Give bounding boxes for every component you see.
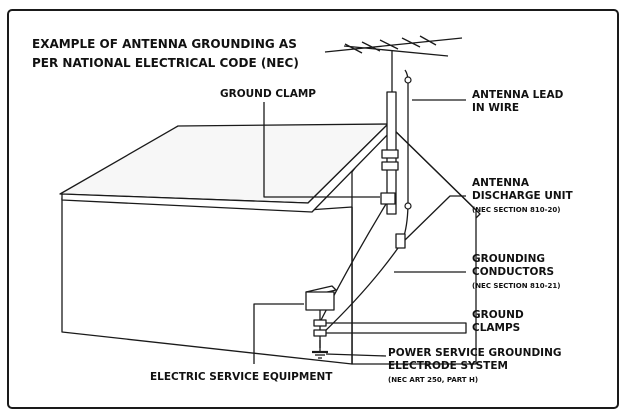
label-antenna-lead: ANTENNA LEAD IN WIRE — [472, 89, 567, 114]
lead-in-wire — [403, 69, 412, 237]
antenna-element — [401, 37, 421, 48]
house-side-wall — [61, 197, 353, 365]
antenna — [324, 35, 463, 215]
antenna-element — [379, 39, 399, 50]
diagram-border — [7, 9, 619, 409]
label-grounding-conductors-note: (NEC SECTION 810-21) — [472, 282, 560, 290]
wire-standoff — [404, 202, 412, 210]
label-grounding-conductors: GROUNDING CONDUCTORS — [472, 253, 554, 278]
label-discharge-unit-note: (NEC SECTION 810-20) — [472, 206, 560, 214]
mast-bracket — [381, 161, 399, 171]
leader-electrode-system — [325, 353, 387, 357]
service-box — [305, 291, 335, 311]
grounding-conductor-discharge — [321, 247, 399, 335]
lead-in-wire-path — [403, 69, 409, 237]
leader-lines — [253, 99, 467, 364]
leader-ground-clamp — [263, 102, 380, 198]
diagram-title-line1: EXAMPLE OF ANTENNA GROUNDING AS — [32, 37, 297, 51]
diagram-title-line2: PER NATIONAL ELECTRICAL CODE (NEC) — [32, 56, 299, 70]
electrode-ground-clamp — [313, 329, 327, 337]
house-roof-left-plane — [59, 123, 389, 204]
ground-symbol — [312, 340, 328, 359]
house-gable-trim — [387, 123, 481, 219]
mast-bracket — [381, 149, 399, 159]
label-ground-clamp: GROUND CLAMP — [220, 88, 316, 100]
antenna-discharge-unit — [395, 233, 406, 249]
antenna-element — [361, 41, 381, 52]
diagram-title: EXAMPLE OF ANTENNA GROUNDING AS PER NATI… — [32, 37, 301, 70]
mast-ground-clamp — [380, 192, 396, 205]
leader-ground-clamps — [326, 322, 467, 334]
antenna-element — [344, 43, 363, 54]
antenna-boom-2 — [343, 45, 449, 57]
leader-service-equipment — [253, 303, 304, 364]
electrode-ground-clamp — [313, 319, 327, 327]
label-electrode-system-note: (NEC ART 250, PART H) — [388, 376, 478, 384]
antenna-element — [419, 35, 437, 46]
label-ground-clamps: GROUND CLAMPS — [472, 309, 527, 334]
electric-service-equipment — [305, 285, 337, 348]
label-service-equipment: ELECTRIC SERVICE EQUIPMENT — [150, 371, 333, 383]
label-electrode-system: POWER SERVICE GROUNDING ELECTRODE SYSTEM — [388, 347, 565, 372]
house — [59, 123, 481, 365]
antenna-boom — [324, 37, 463, 53]
house-front-wall — [351, 123, 477, 365]
leader-discharge-unit — [404, 195, 466, 241]
label-discharge-unit: ANTENNA DISCHARGE UNIT — [472, 177, 574, 202]
wire-standoff — [404, 76, 412, 84]
